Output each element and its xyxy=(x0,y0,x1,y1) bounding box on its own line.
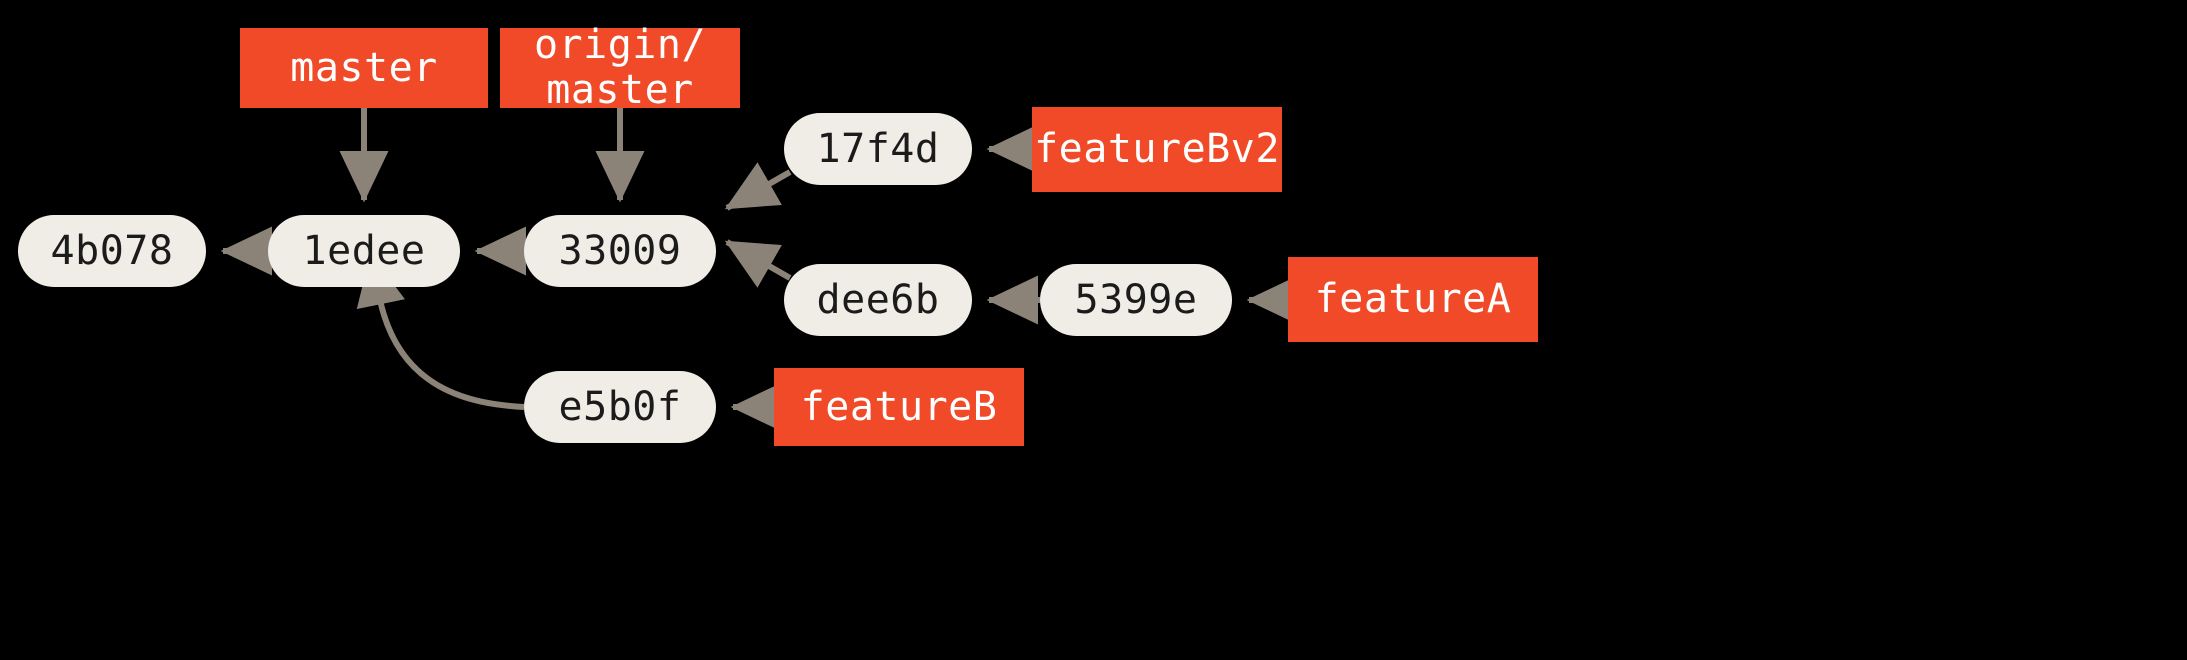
edge-dee6b-33009 xyxy=(724,239,792,288)
commit-node-17f4d[interactable]: 17f4d xyxy=(784,113,972,185)
branch-label-featureB[interactable]: featureB xyxy=(774,368,1024,446)
edge-17f4d-33009 xyxy=(724,162,792,211)
commit-node-e5b0f[interactable]: e5b0f xyxy=(524,371,716,443)
commit-node-1edee[interactable]: 1edee xyxy=(268,215,460,287)
branch-label-master[interactable]: master xyxy=(240,28,488,108)
commit-node-5399e[interactable]: 5399e xyxy=(1040,264,1232,336)
commit-node-4b078[interactable]: 4b078 xyxy=(18,215,206,287)
branch-label-featureA[interactable]: featureA xyxy=(1288,257,1538,342)
branch-label-origin-master[interactable]: origin/ master xyxy=(500,23,740,112)
branch-label-featureBv2[interactable]: featureBv2 xyxy=(1032,107,1282,192)
commit-node-33009[interactable]: 33009 xyxy=(524,215,716,287)
commit-node-dee6b[interactable]: dee6b xyxy=(784,264,972,336)
